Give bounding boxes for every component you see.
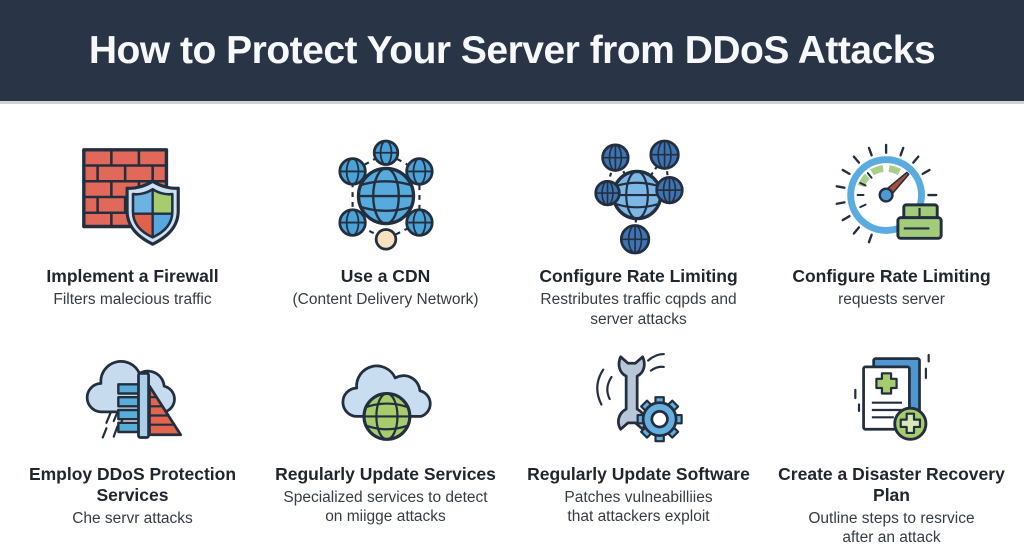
card-recovery-plan: Create a Disaster Recovery Plan Outline … [765, 350, 1018, 549]
card-update-services: Regularly Update Services Specialized se… [259, 350, 512, 549]
card-subtitle: Che servr attacks [72, 509, 193, 527]
card-subtitle: (Content Delivery Network) [292, 291, 479, 308]
card-title: Employ DDoS Protection Services [28, 463, 237, 505]
cloud-barrier-icon [78, 350, 188, 454]
card-rate-limiting-gauge: Configure Rate Limiting requests server [765, 134, 1018, 330]
page-title: How to Protect Your Server from DDoS Att… [88, 28, 936, 72]
firewall-shield-icon [74, 134, 192, 256]
card-title: Implement a Firewall [46, 266, 219, 286]
cdn-network-icon [327, 134, 445, 256]
card-subtitle: Restributes traffic cqpds and server att… [540, 291, 737, 328]
card-implement-firewall: Implement a Firewall Filters malecious t… [6, 134, 259, 330]
header-banner: How to Protect Your Server from DDoS Att… [0, 0, 1024, 104]
card-update-software: Regularly Update Software Patches vulnea… [512, 350, 765, 549]
card-title: Use a CDN [340, 266, 431, 286]
card-subtitle: Outline steps to resrvice after an attac… [808, 509, 975, 547]
recovery-plan-icon [837, 350, 947, 454]
card-use-cdn: Use a CDN (Content Delivery Network) [259, 134, 512, 330]
card-rate-limiting-network: Configure Rate Limiting Restributes traf… [512, 134, 765, 330]
card-subtitle: Patches vulneabilliies that attackers ex… [564, 488, 713, 526]
gauge-icon [833, 134, 951, 256]
card-ddos-protection: Employ DDoS Protection Services Che serv… [6, 350, 259, 549]
info-grid: Implement a Firewall Filters malecious t… [0, 104, 1024, 548]
card-subtitle: Specialized services to detect on miigge… [283, 488, 488, 526]
card-title: Configure Rate Limiting [792, 266, 991, 286]
card-subtitle: Filters malecious traffic [53, 291, 212, 308]
network-nodes-icon [580, 134, 698, 256]
card-title: Create a Disaster Recovery Plan [778, 463, 1005, 505]
cloud-globe-icon [331, 350, 441, 454]
card-subtitle: requests server [838, 291, 945, 308]
card-title: Configure Rate Limiting [539, 266, 738, 286]
wrench-gear-icon [584, 350, 694, 454]
card-title: Regularly Update Services [275, 463, 496, 484]
card-title: Regularly Update Software [527, 463, 750, 484]
